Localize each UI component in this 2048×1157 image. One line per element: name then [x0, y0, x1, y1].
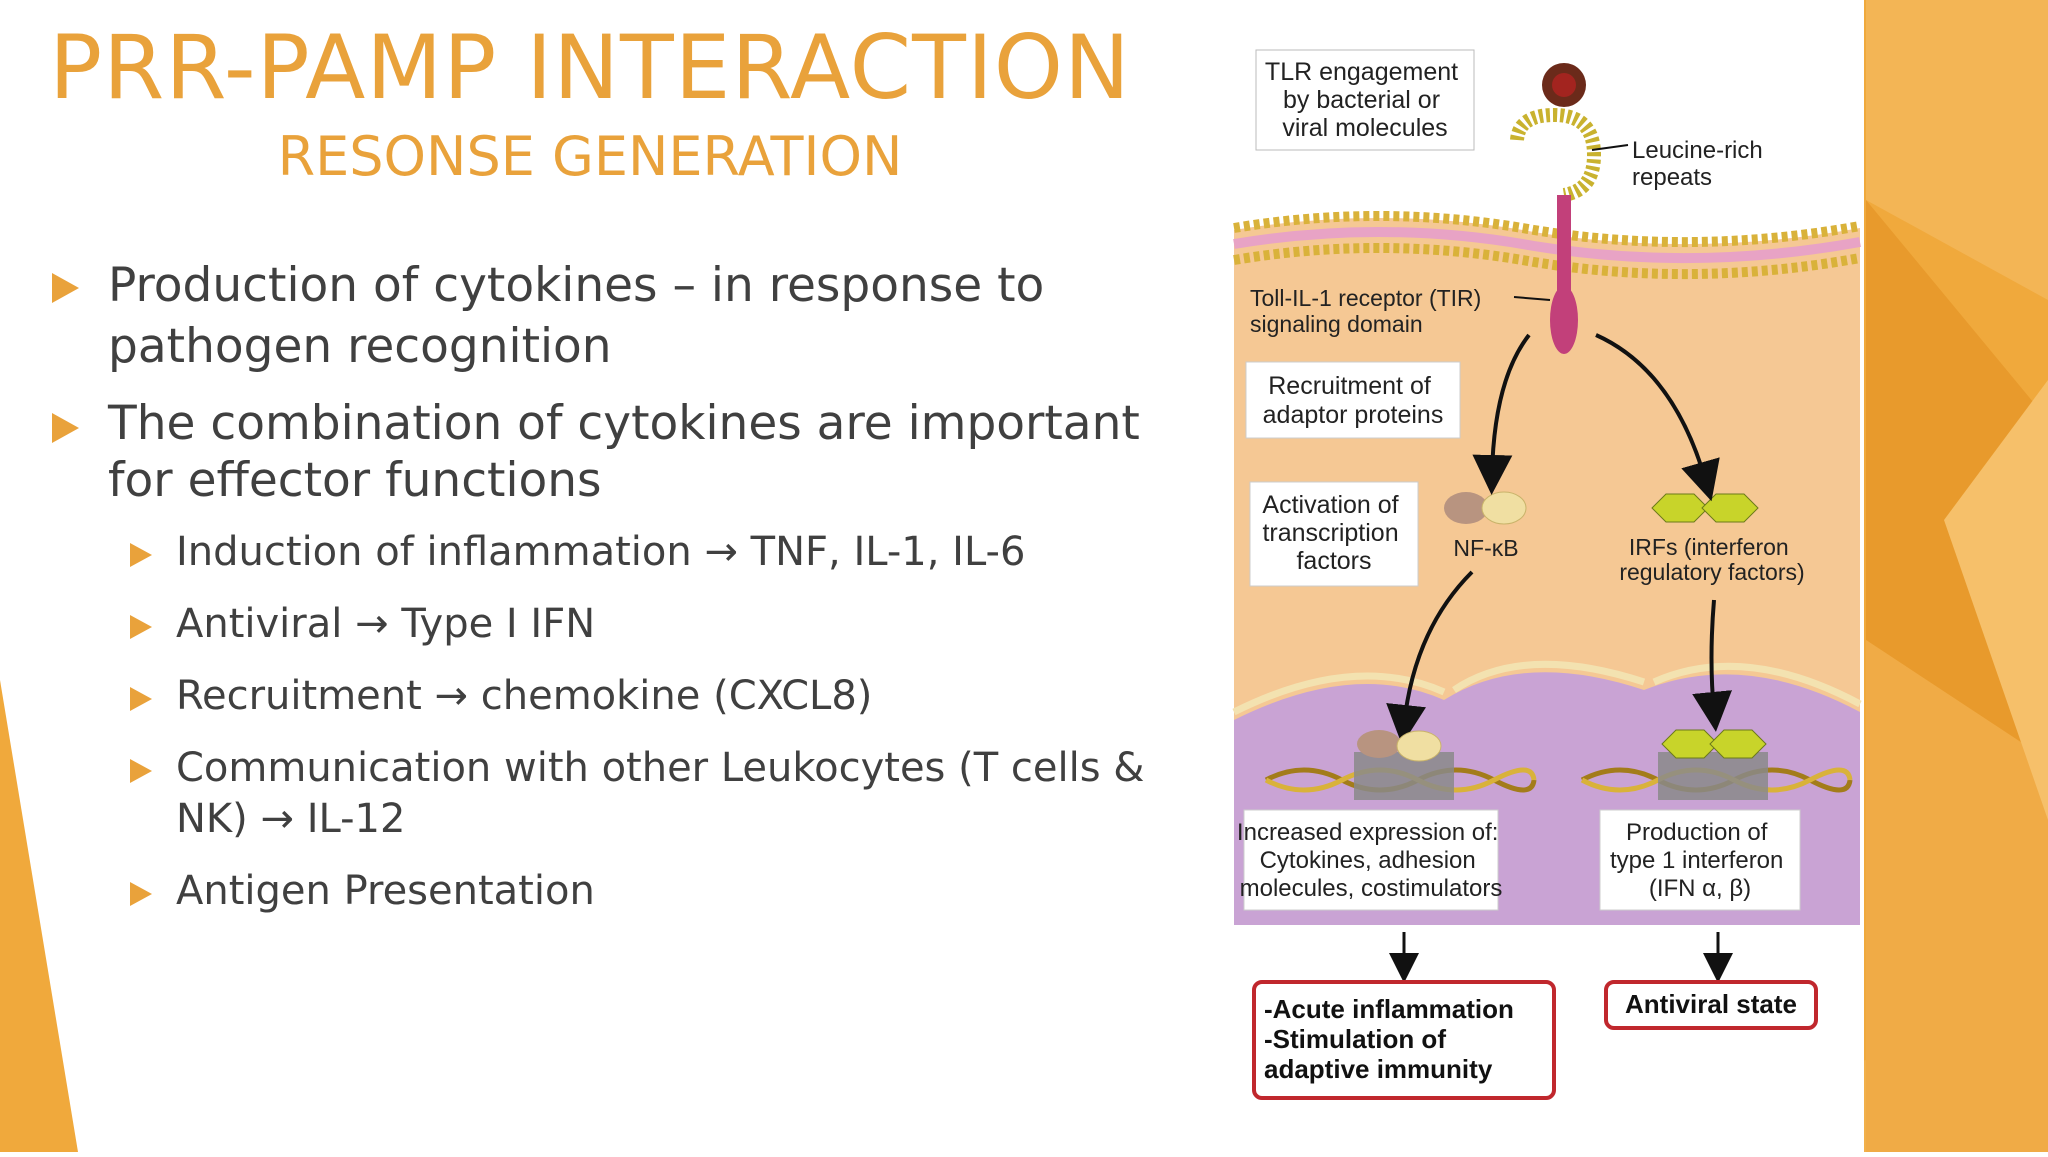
bullet-arrow-icon	[52, 273, 79, 303]
nfkb-label: NF-κB	[1453, 535, 1518, 561]
bullet-arrow-icon	[130, 687, 152, 711]
arrow-nfkb-to-nucleus	[1386, 570, 1474, 745]
bullet-arrow-icon	[130, 759, 152, 783]
tir-label: Toll-IL-1 receptor (TIR) signaling domai…	[1250, 285, 1488, 337]
bullet-text: Production of cytokines – in response to…	[108, 258, 1045, 374]
irf-label: IRFs (interferon regulatory factors)	[1619, 534, 1804, 585]
sub-bullet-item: Recruitment → chemokine (CXCL8)	[50, 671, 1200, 722]
bullet-item: Production of cytokines – in response to…	[50, 255, 1200, 377]
bullet-text: Antiviral → Type I IFN	[176, 601, 596, 647]
bullet-arrow-icon	[130, 615, 152, 639]
outcome-inflammation-box	[1252, 980, 1556, 1100]
bullet-arrow-icon	[130, 543, 152, 567]
activation-label: Activation of transcription factors	[1262, 491, 1405, 575]
interferon-box	[1599, 809, 1801, 911]
bullet-text: Communication with other Leukocytes (T c…	[176, 745, 1145, 842]
promoter-block-left	[1354, 752, 1454, 800]
sub-bullet-item: Induction of inflammation → TNF, IL-1, I…	[50, 527, 1200, 578]
bullet-text: Induction of inflammation → TNF, IL-1, I…	[176, 529, 1026, 575]
arrow-to-nfkb	[1472, 333, 1531, 495]
tir-domain-icon	[1550, 286, 1578, 354]
sub-bullet-item: Antiviral → Type I IFN	[50, 599, 1200, 650]
bullet-item: The combination of cytokines are importa…	[50, 395, 1200, 509]
bullet-list: Production of cytokines – in response to…	[50, 255, 1200, 938]
promoter-block-right	[1658, 752, 1768, 800]
pathogen-core-icon	[1552, 73, 1576, 97]
membrane-inner	[1233, 243, 1861, 280]
tir-pointer	[1513, 296, 1551, 301]
right-facet-top	[1866, 0, 2048, 300]
nfkb-bound-icon	[1357, 730, 1401, 758]
bullet-text: The combination of cytokines are importa…	[108, 396, 1140, 508]
slide-subtitle: RESONSE GENERATION	[277, 125, 903, 188]
leucine-rich-repeats-icon	[1510, 107, 1602, 202]
nfkb-bound-icon	[1396, 730, 1442, 762]
right-facet-light	[1944, 380, 2048, 820]
interferon-label: Production of type 1 interferon (IFN α, …	[1610, 819, 1790, 902]
lrr-label: Leucine-rich repeats	[1632, 137, 1769, 191]
tlr-label: TLR engagement by bacterial or viral mol…	[1265, 58, 1465, 142]
arrow-to-irf	[1595, 333, 1720, 502]
bullet-arrow-icon	[52, 413, 79, 443]
membrane-middle	[1233, 227, 1861, 264]
arrow-irf-to-nucleus	[1692, 599, 1732, 732]
sub-bullet-item: Antigen Presentation	[50, 866, 1200, 917]
increased-expression-label: Increased expression of: Cytokines, adhe…	[1237, 819, 1505, 902]
nfkb-subunit-icon	[1444, 492, 1488, 524]
bullet-text: Antigen Presentation	[176, 868, 595, 914]
activation-box	[1249, 481, 1419, 587]
outcome-antiviral-label: Antiviral state	[1625, 989, 1797, 1019]
tlr-label-box	[1255, 49, 1475, 151]
slide-title: PRR-PAMP INTERACTION	[49, 16, 1131, 119]
lrr-pointer	[1591, 144, 1629, 151]
membrane-outer	[1233, 211, 1861, 248]
outcome-inflammation-label: -Acute inflammation -Stimulation of adap…	[1264, 994, 1521, 1084]
tlr-signaling-figure: TLR engagement by bacterial or viral mol…	[1224, 0, 1864, 1152]
nuclear-envelope	[1232, 660, 1862, 716]
irf-bound-icon	[1709, 729, 1767, 759]
sub-bullet-item: Communication with other Leukocytes (T c…	[50, 743, 1200, 845]
right-facet-bottom	[1866, 640, 2048, 1152]
left-corner-shape	[0, 680, 78, 1152]
outcome-antiviral-box	[1604, 980, 1818, 1030]
increased-expression-box	[1243, 809, 1499, 911]
bullet-arrow-icon	[130, 882, 152, 906]
recruitment-label: Recruitment of adaptor proteins	[1263, 372, 1444, 429]
tlr-stalk	[1557, 195, 1571, 305]
bullet-text: Recruitment → chemokine (CXCL8)	[176, 673, 873, 719]
recruitment-box	[1245, 361, 1461, 439]
nfkb-subunit-icon	[1481, 491, 1527, 525]
